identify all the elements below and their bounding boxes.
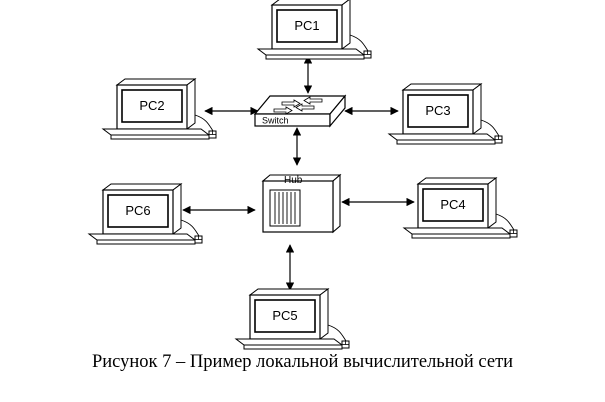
switch-arrows-icon (273, 96, 323, 115)
pc4-node: PC4 (403, 177, 518, 239)
pc5-node: PC5 (235, 288, 350, 350)
pc3-label: PC3 (425, 103, 450, 118)
pc6-node: PC6 (88, 183, 203, 245)
pc2-node: PC2 (102, 78, 217, 140)
pc4-label: PC4 (440, 197, 465, 212)
figure-caption: Рисунок 7 – Пример локальной вычислитель… (91, 352, 514, 372)
switch-device: Switch (253, 94, 347, 128)
pc2-label: PC2 (139, 98, 164, 113)
pc3-node: PC3 (388, 83, 503, 145)
pc5-label: PC5 (272, 308, 297, 323)
hub-label: Hub (284, 175, 303, 186)
pc6-label: PC6 (125, 203, 150, 218)
switch-label: Switch (262, 116, 289, 126)
hub-device: Hub (261, 173, 342, 234)
pc1-label: PC1 (294, 18, 319, 33)
connections (182, 55, 415, 291)
pc1-node: PC1 (257, 0, 372, 60)
